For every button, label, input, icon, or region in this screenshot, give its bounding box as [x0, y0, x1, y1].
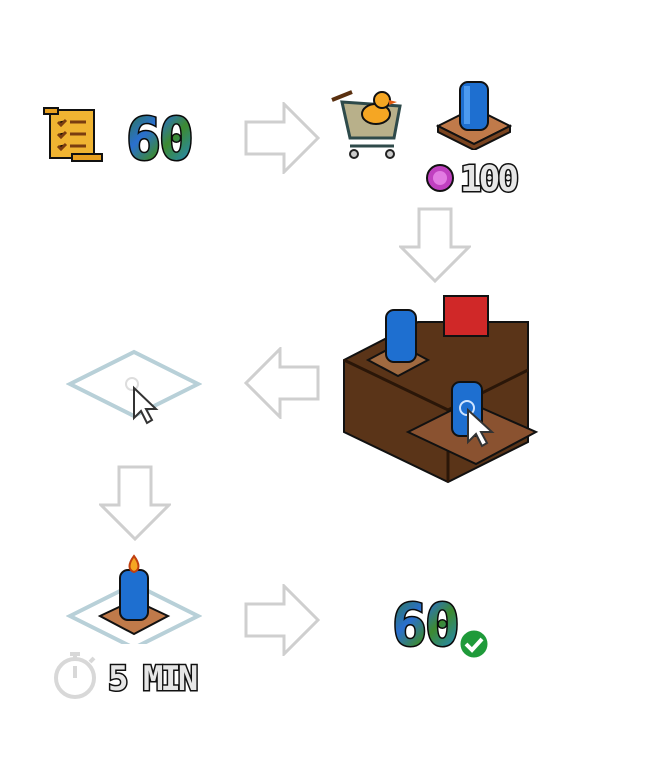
reward-received: 60 [391, 592, 491, 661]
arrow-right-icon [244, 102, 320, 174]
lit-candle-icon [66, 554, 202, 644]
floor-tile-place-icon [66, 349, 202, 425]
reward-amount: 60 [125, 106, 196, 166]
svg-text:100: 100 [460, 159, 517, 198]
blue-candle-icon [436, 81, 512, 150]
svg-text:60: 60 [392, 592, 458, 659]
svg-text:60: 60 [126, 106, 192, 166]
arrow-down-icon [99, 465, 171, 541]
arrow-left-icon [244, 347, 320, 419]
check-icon [457, 627, 491, 661]
svg-text:5 MIN: 5 MIN [108, 659, 197, 696]
arrow-down-icon [399, 207, 471, 283]
shelf-furniture-icon [343, 295, 539, 484]
duration-label: 5 MIN [107, 658, 202, 697]
price-label: 100 [459, 158, 522, 198]
diamond-coin-icon [426, 164, 454, 192]
arrow-right-icon [244, 584, 320, 656]
stopwatch-icon [54, 652, 96, 699]
quest-scroll-icon [43, 107, 103, 162]
shopping-cart-icon [331, 90, 402, 159]
